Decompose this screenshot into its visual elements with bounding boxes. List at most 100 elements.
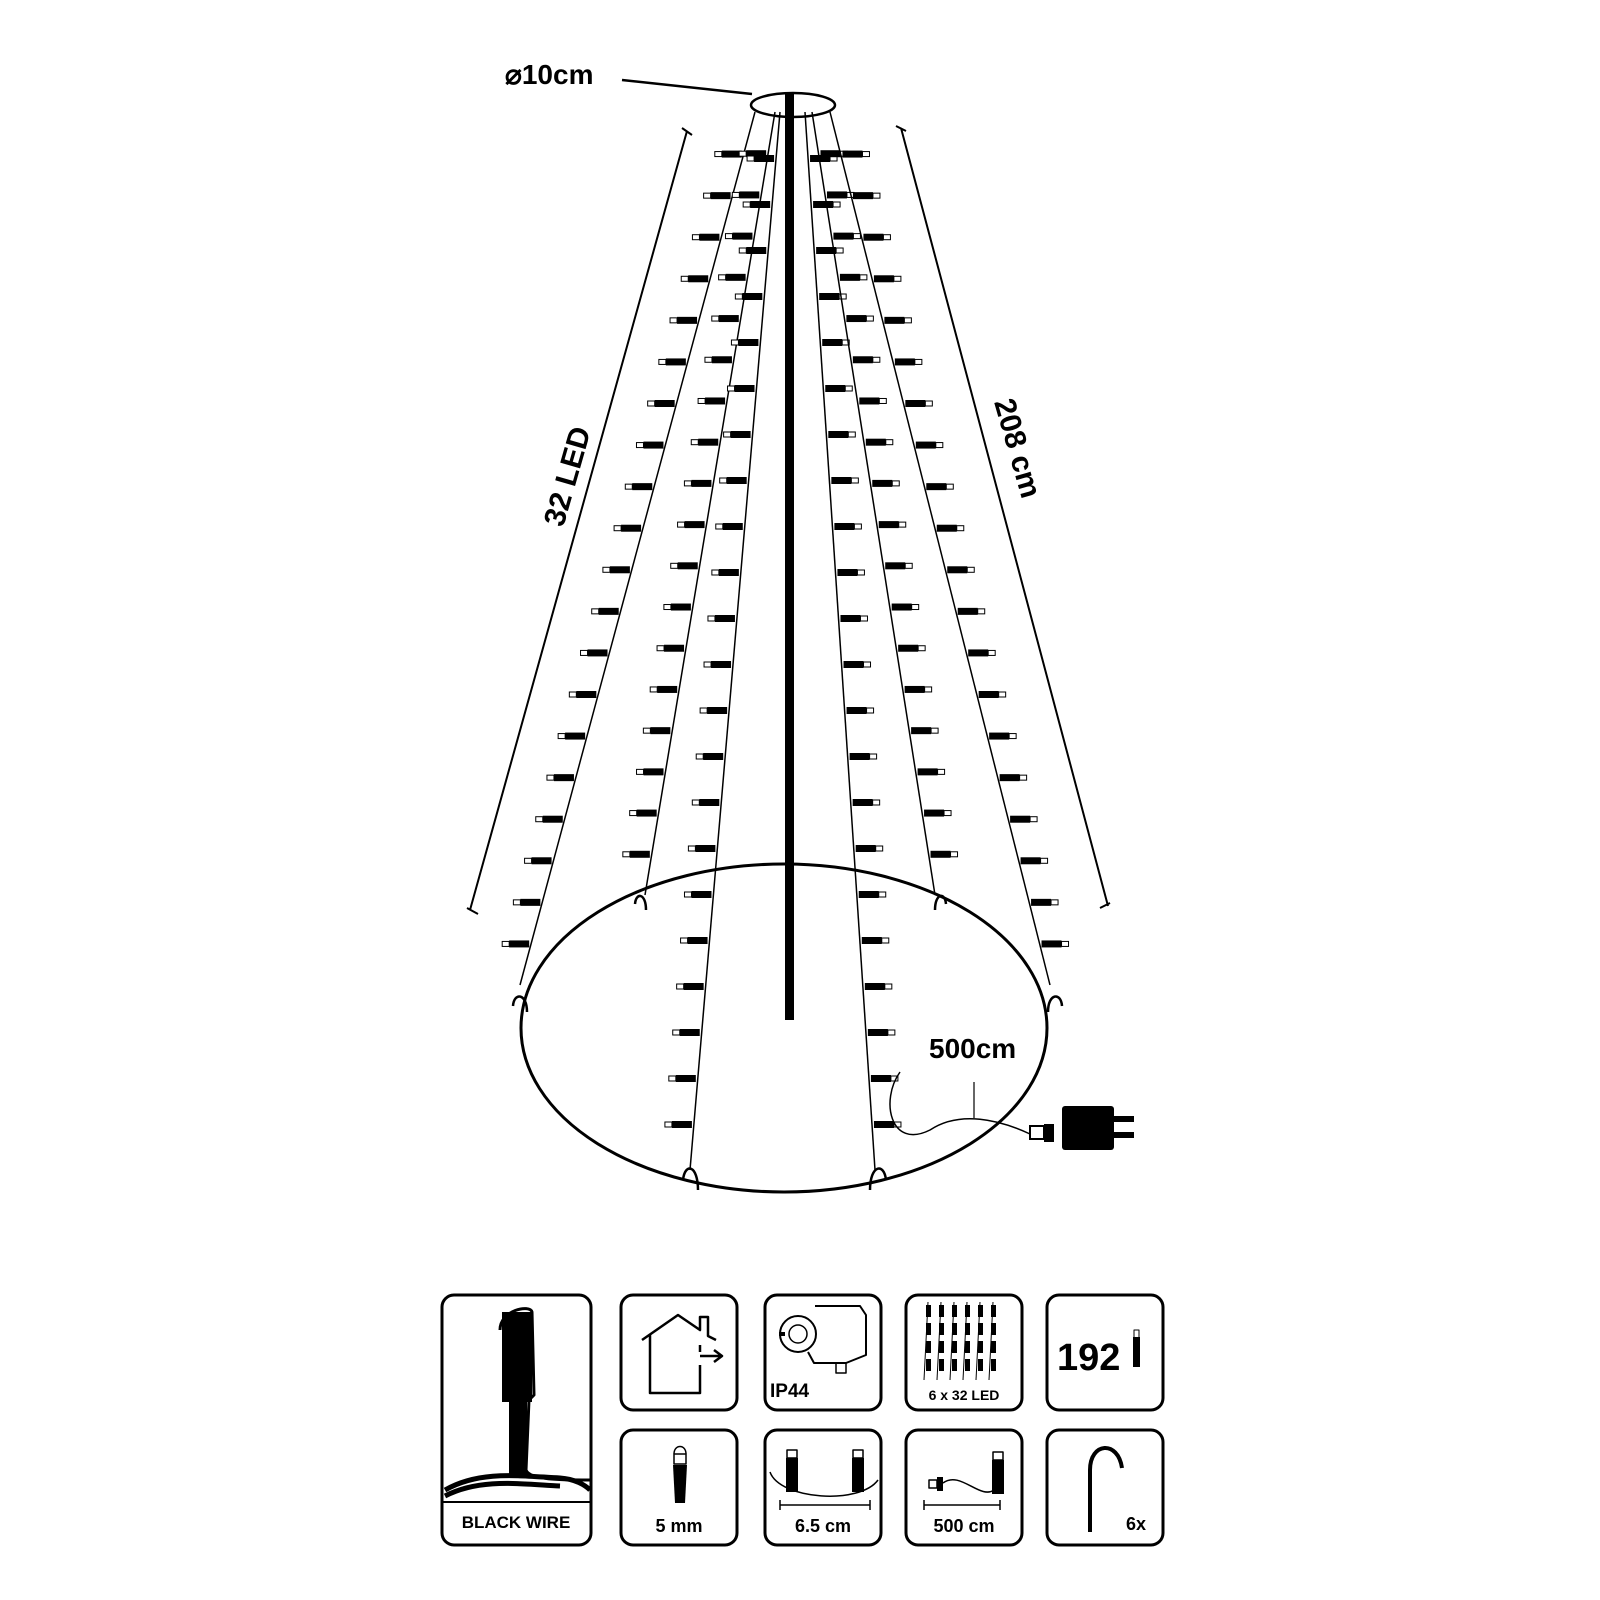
ground-hook <box>868 1167 888 1191</box>
led-bulb <box>846 707 875 714</box>
led-bulb <box>822 339 850 346</box>
spec-led-spacing: 6.5 cm <box>763 1428 883 1547</box>
led-bulb <box>691 233 720 241</box>
led-bulb <box>669 316 698 324</box>
led-strings-icon <box>923 1301 996 1381</box>
led-bulb <box>649 685 678 693</box>
led-bulb <box>731 191 760 199</box>
led-on-wire-icon <box>443 1307 592 1499</box>
led-bulb <box>1031 898 1059 906</box>
lead-length-spec-label: 500 cm <box>933 1516 994 1536</box>
led-bulb <box>816 247 844 254</box>
led-wire <box>519 111 756 986</box>
lead-length-label: 500cm <box>929 1033 1016 1064</box>
ground-hook <box>511 995 529 1013</box>
led-bulb <box>668 1075 696 1082</box>
led-bulb <box>663 603 691 611</box>
led-bulb <box>837 569 865 576</box>
top-ring-label: ⌀10cm <box>505 59 593 90</box>
led-strings <box>501 111 1070 1171</box>
led-bulb <box>894 358 923 366</box>
led-bulb <box>936 524 965 532</box>
led-bulb <box>734 293 763 300</box>
led-bulb <box>852 192 881 200</box>
spec-led-size: 5 mm <box>619 1428 739 1547</box>
led-icon-bulb <box>965 1323 970 1335</box>
led-bulb <box>629 809 657 817</box>
led-bulb <box>904 685 933 693</box>
led-bulb <box>989 732 1017 740</box>
ground-hook-icon <box>1088 1446 1124 1532</box>
led-icon-bulb <box>939 1341 944 1353</box>
led-bulb <box>613 524 642 532</box>
led-bulb <box>683 891 712 898</box>
led-bulb <box>957 607 986 615</box>
led-bulb <box>863 233 891 241</box>
total-leds-label: 192 <box>1057 1337 1120 1379</box>
led-bulb <box>825 385 853 392</box>
led-bulb <box>524 857 552 865</box>
led-icon-bulb <box>926 1341 931 1353</box>
led-bulb <box>670 562 698 570</box>
led-bulb <box>858 891 887 898</box>
led-icon-bulb <box>978 1305 983 1317</box>
led-bulb <box>677 521 705 529</box>
led-bulb <box>878 521 907 529</box>
led-bulb <box>730 339 759 346</box>
led-bulb <box>926 483 954 491</box>
led-bulb <box>718 273 746 281</box>
led-bulb <box>580 649 608 657</box>
led-wire <box>644 111 776 896</box>
led-icon-wire <box>936 1301 942 1381</box>
lead-cable <box>889 1071 1031 1136</box>
led-bulb <box>738 150 767 158</box>
led-icon-bulb <box>978 1323 983 1335</box>
led-bulb <box>885 562 913 570</box>
power-adapter-icon <box>1029 1106 1134 1150</box>
led-icon-wire <box>923 1301 929 1381</box>
led-config-label: 6 x 32 LED <box>929 1387 1000 1403</box>
led-bulb <box>930 850 959 858</box>
led-size-label: 5 mm <box>655 1516 702 1536</box>
led-bulb <box>864 983 893 990</box>
led-bulb <box>861 937 890 944</box>
led-bulb <box>742 201 771 208</box>
led-bulb <box>707 615 735 622</box>
tree-drawing: ⌀10cm 32 LED 208 cm 500cm <box>466 59 1134 1194</box>
led-bulb <box>568 691 597 698</box>
center-pole <box>785 93 794 1020</box>
led-bulb <box>911 727 939 735</box>
led-wire <box>804 111 876 1171</box>
led-icon-bulb <box>991 1341 996 1353</box>
led-bulb <box>591 607 619 615</box>
led-icon-bulb <box>965 1341 970 1353</box>
led-bulb <box>622 850 650 858</box>
led-bulb <box>852 799 881 806</box>
led-bulb <box>1010 815 1038 823</box>
led-bulb <box>680 275 709 283</box>
led-bulb <box>557 732 586 740</box>
black-wire-label: BLACK WIRE <box>462 1513 571 1532</box>
ip-rating-label: IP44 <box>770 1381 810 1402</box>
led-icon-bulb <box>965 1359 970 1371</box>
string-dimension-line <box>466 127 693 915</box>
power-adapter-icon <box>779 1305 867 1374</box>
led-bulb <box>978 691 1007 698</box>
led-wire <box>689 111 781 1171</box>
lead-cable-icon <box>923 1451 1004 1510</box>
led-spacing-label: 6.5 cm <box>795 1516 851 1536</box>
led-icon-bulb <box>978 1341 983 1353</box>
led-bulb <box>840 615 868 622</box>
spec-hooks: 6x <box>1045 1428 1165 1547</box>
led-icon-bulb <box>952 1359 957 1371</box>
led-bulb <box>924 809 952 817</box>
led-bulb <box>727 385 755 392</box>
led-bulb <box>711 315 739 323</box>
spec-led-config: 6 x 32 LED <box>904 1293 1024 1412</box>
led-bulb <box>695 753 724 760</box>
led-bulb <box>855 845 884 852</box>
led-bulb <box>947 566 975 574</box>
led-bulb <box>699 707 728 714</box>
led-icon-bulb <box>991 1305 996 1317</box>
led-bulb <box>656 644 685 652</box>
